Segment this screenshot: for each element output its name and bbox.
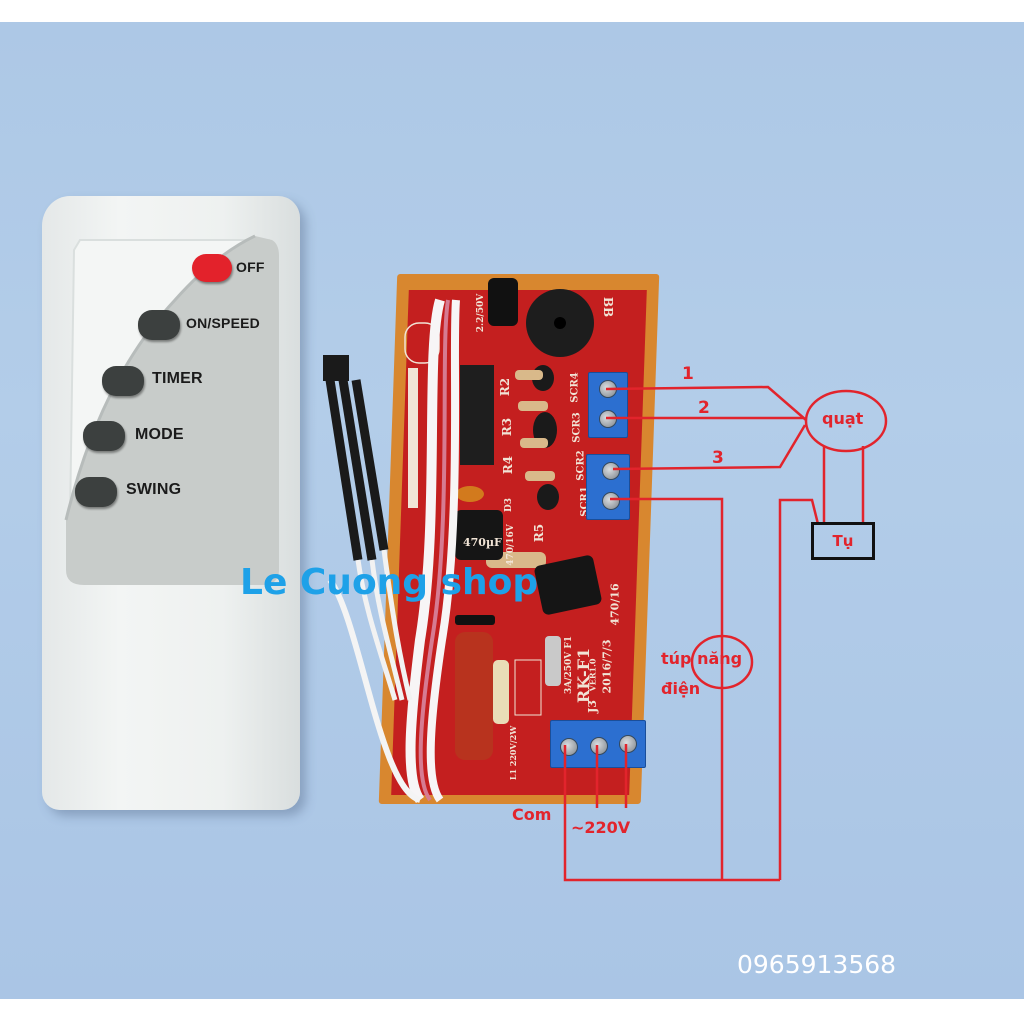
off-button[interactable] xyxy=(192,254,232,282)
terminal-j3-screw-n[interactable] xyxy=(619,735,637,753)
fuse-label-line1: túp năng xyxy=(661,649,743,668)
voltage-label: ~220V xyxy=(571,818,631,837)
timer-button[interactable] xyxy=(102,366,144,396)
fuse-label-line2: điện xyxy=(661,679,701,698)
swing-label: SWING xyxy=(126,481,182,498)
fan-label: quạt xyxy=(822,409,864,428)
mode-button[interactable] xyxy=(83,421,125,451)
pcb-cap-label: 470µF xyxy=(463,536,502,549)
line-3-label: 3 xyxy=(712,448,724,468)
terminal-screw-4[interactable] xyxy=(602,492,620,510)
line-1-label: 1 xyxy=(682,364,694,384)
terminal-screw-3[interactable] xyxy=(602,462,620,480)
terminal-j3-screw-l[interactable] xyxy=(590,737,608,755)
swing-button[interactable] xyxy=(75,477,117,507)
capacitor-label: Tụ xyxy=(832,532,854,550)
capacitor-box: Tụ xyxy=(811,522,875,560)
timer-label: TIMER xyxy=(152,370,203,387)
phone-number: 0965913568 xyxy=(737,950,897,979)
off-label: OFF xyxy=(236,259,265,275)
shop-watermark: Le Cuong shop xyxy=(240,562,539,603)
on-speed-label: ON/SPEED xyxy=(186,315,260,331)
com-label: Com xyxy=(512,805,552,824)
on-speed-button[interactable] xyxy=(138,310,180,340)
line-2-label: 2 xyxy=(698,398,710,418)
mode-label: MODE xyxy=(135,426,184,443)
